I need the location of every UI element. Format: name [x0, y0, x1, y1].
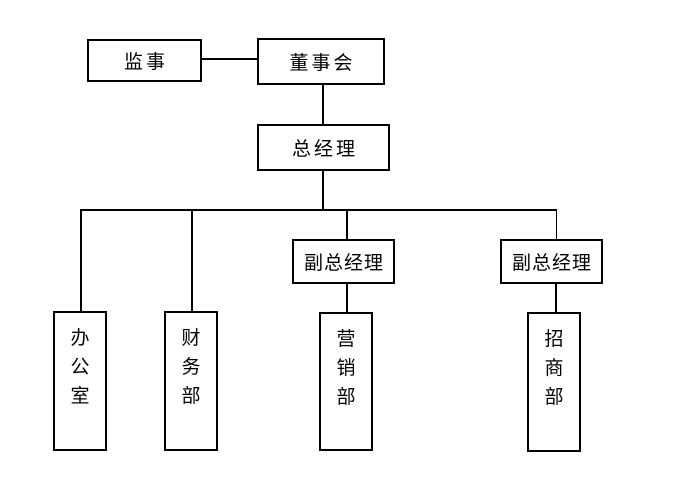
connector-deputy-left-marketing [346, 284, 348, 312]
node-deputy-gm-right: 副总经理 [500, 239, 603, 284]
node-board-label: 董事会 [289, 52, 356, 74]
node-finance-dept: 财务部 [164, 311, 218, 451]
connector-bus [80, 209, 557, 211]
node-finance-dept-label: 财务部 [181, 327, 201, 407]
connector-bus-finance [191, 209, 193, 311]
node-supervisor: 监事 [87, 39, 202, 82]
node-office-label: 办公室 [70, 327, 90, 407]
connector-bus-office [80, 209, 82, 311]
node-general-manager-label: 总经理 [291, 138, 358, 160]
connector-board-gm [322, 85, 324, 124]
node-investment-dept: 招商部 [527, 312, 581, 452]
node-supervisor-label: 监事 [123, 51, 168, 73]
node-office: 办公室 [53, 311, 107, 451]
node-general-manager: 总经理 [257, 124, 390, 171]
connector-bus-deputy-left [346, 209, 348, 239]
connector-deputy-right-investment [555, 284, 557, 312]
node-deputy-gm-left-label: 副总经理 [303, 252, 384, 274]
node-deputy-gm-right-label: 副总经理 [511, 252, 592, 274]
node-marketing-dept: 营销部 [319, 312, 373, 451]
connector-supervisor-board [202, 58, 257, 60]
node-board: 董事会 [257, 38, 385, 85]
node-marketing-dept-label: 营销部 [336, 328, 356, 408]
node-deputy-gm-left: 副总经理 [292, 239, 395, 284]
connector-gm-bus [322, 171, 324, 209]
node-investment-dept-label: 招商部 [544, 328, 564, 408]
connector-bus-deputy-right [555, 209, 557, 239]
